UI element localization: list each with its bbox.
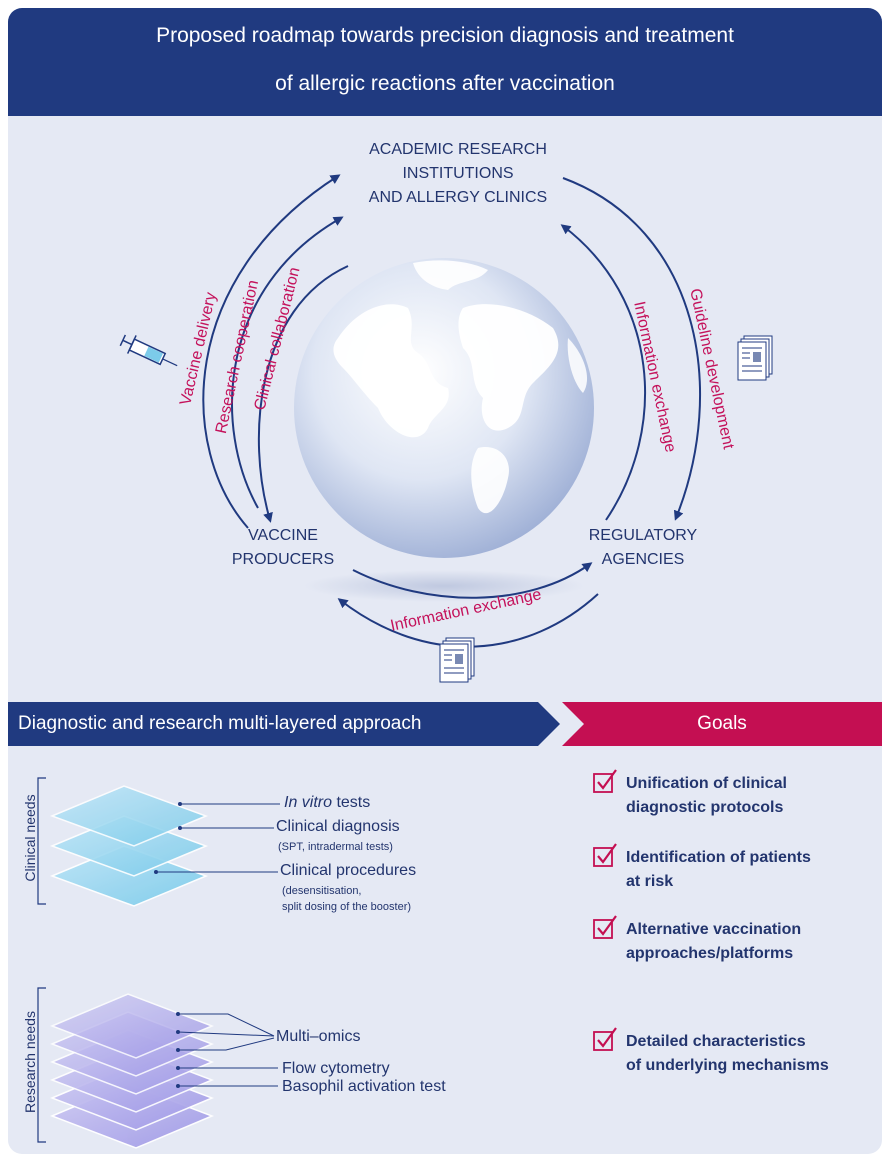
checkmark-icon <box>593 843 617 867</box>
research-layers <box>49 993 278 1149</box>
header-banner: Proposed roadmap towards precision diagn… <box>8 8 882 116</box>
approach-title: Diagnostic and research multi-layered ap… <box>18 713 422 734</box>
goal-1-line-1: Unification of clinical <box>626 775 787 792</box>
goals-band: Goals <box>562 702 882 746</box>
globe-icon <box>294 258 594 602</box>
goal-1-line-2: diagnostic protocols <box>626 799 784 816</box>
node-producers-line-2: PRODUCERS <box>231 551 335 568</box>
flow-cytometry-label: Flow cytometry <box>282 1060 390 1077</box>
goal-3-line-1: Alternative vaccination <box>626 921 802 938</box>
node-regulatory-line-2: AGENCIES <box>601 551 685 568</box>
goal-4-line-2: of underlying mechanisms <box>626 1057 829 1074</box>
clinical-procedures-label: Clinical procedures <box>280 862 417 879</box>
goal-1: Unification of clinical diagnostic proto… <box>626 772 787 820</box>
node-academic-line-2: INSTITUTIONS <box>402 165 514 182</box>
goal-4: Detailed characteristics of underlying m… <box>626 1030 829 1078</box>
node-academic: ACADEMIC RESEARCH INSTITUTIONS AND ALLER… <box>338 138 578 210</box>
node-producers-line-1: VACCINE <box>248 527 318 544</box>
node-vaccine-producers: VACCINE PRODUCERS <box>228 524 338 572</box>
arrow-producers-to-regulatory <box>352 562 593 599</box>
multiomics-label: Multi–omics <box>276 1028 361 1045</box>
goal-3-line-2: approaches/platforms <box>626 945 794 962</box>
clinical-bracket <box>37 777 46 905</box>
title-line-1: Proposed roadmap towards precision diagn… <box>156 24 734 47</box>
approach-band: Diagnostic and research multi-layered ap… <box>8 702 560 746</box>
clinical-diagnosis-label: Clinical diagnosis <box>276 818 400 835</box>
title-line-2: of allergic reactions after vaccination <box>275 72 615 95</box>
document-icon <box>439 637 475 683</box>
checkmark-icon <box>593 1027 617 1051</box>
basophil-label: Basophil activation test <box>282 1078 446 1095</box>
syringe-icon <box>119 334 178 367</box>
clinical-layers <box>49 785 280 907</box>
goal-2-line-1: Identification of patients <box>626 849 811 866</box>
in-vitro-tests-label: In vitro tests <box>284 794 370 812</box>
clinical-procedures-sub-1: (desensitisation, <box>282 885 362 897</box>
checkmark-icon <box>593 769 617 793</box>
clinical-procedures-sub-2: split dosing of the booster) <box>282 901 412 913</box>
node-regulatory-agencies: REGULATORY AGENCIES <box>578 524 708 572</box>
document-icon <box>737 335 773 381</box>
node-academic-line-1: ACADEMIC RESEARCH <box>369 141 547 158</box>
arrow-regulatory-to-producers <box>337 593 599 648</box>
research-bracket <box>37 987 46 1143</box>
goal-2-line-2: at risk <box>626 873 674 890</box>
arrow-guideline-development <box>562 177 701 521</box>
arrow-vaccine-delivery <box>202 174 341 529</box>
checkmark-icon <box>593 915 617 939</box>
goals-title: Goals <box>697 713 747 734</box>
clinical-diagnosis-sub: (SPT, intradermal tests) <box>278 841 393 853</box>
arrow-research-cooperation <box>231 216 344 509</box>
node-regulatory-line-1: REGULATORY <box>588 527 698 544</box>
research-needs-label: Research needs <box>22 1011 38 1113</box>
cycle-diagram <box>37 174 773 1149</box>
clinical-needs-label: Clinical needs <box>22 794 38 882</box>
goal-2: Identification of patients at risk <box>626 846 811 894</box>
in-vitro-italic: In vitro <box>284 794 333 811</box>
node-academic-line-3: AND ALLERGY CLINICS <box>368 189 548 206</box>
infographic: Proposed roadmap towards precision diagn… <box>8 8 882 1154</box>
arrow-information-exchange-right <box>560 224 647 521</box>
goal-4-line-1: Detailed characteristics <box>626 1033 806 1050</box>
goal-3: Alternative vaccination approaches/platf… <box>626 918 801 966</box>
in-vitro-rest: tests <box>332 794 371 811</box>
arrow-clinical-collaboration <box>257 265 349 523</box>
